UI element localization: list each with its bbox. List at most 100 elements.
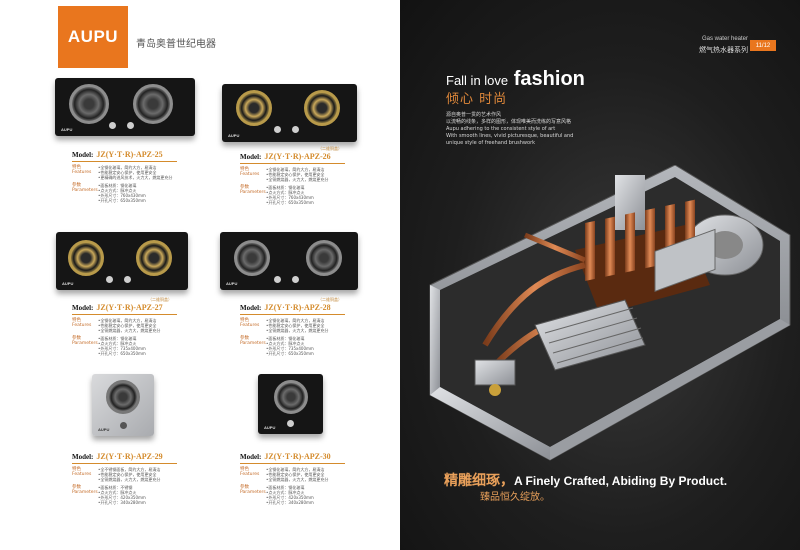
burner-right <box>133 84 173 124</box>
feature-item: •性能稳定安心保护，使用更安全 <box>98 170 157 175</box>
stove-image-apz-30: AUPU <box>258 374 323 434</box>
intro-line: unique style of freehand brushwork <box>446 140 536 146</box>
knob-right <box>292 276 299 283</box>
intro-line: 以流畅的线条，多样的图形，体现唯美而洗练的写意风格 <box>446 119 572 125</box>
param-item: •开孔尺寸：340x280mm <box>98 500 146 505</box>
model-line-apz-27: Model:JZ(Y·T·R)-APZ-27 <box>72 303 163 312</box>
stove-image-apz-27: AUPU <box>56 232 188 290</box>
burner-left <box>234 240 270 276</box>
intro-line: Aupu adhering to the consistent style of… <box>446 126 556 132</box>
category-en: Gas water heater <box>701 36 748 42</box>
model-label: Model: <box>240 453 262 461</box>
intro-line: 源自奥普一贯的艺术作风 <box>446 112 502 118</box>
stove-image-apz-28: AUPU <box>220 232 358 290</box>
product-apz-25: AUPU <box>55 78 215 136</box>
product-apz-28: AUPU <box>220 232 380 290</box>
valve-fitting <box>489 384 501 396</box>
param-item: •开孔尺寸：650x350mm <box>266 200 314 205</box>
burner-left <box>69 84 109 124</box>
feature-item: •全铜燃烧器，火力大，燃烧更充分 <box>266 177 329 182</box>
knob <box>120 422 127 429</box>
burner-left <box>68 240 104 276</box>
product-tag: （二维铜盖） <box>148 297 172 302</box>
company-name: 青岛奥普世纪电器 <box>136 39 216 50</box>
param-item: •外形尺寸：420x350mm <box>266 495 314 500</box>
param-item: •面板材质：钢化玻璃 <box>266 185 305 190</box>
params-label: 参数 Parameters <box>240 185 266 195</box>
params-label: 参数 Parameters <box>72 183 98 193</box>
burner-block <box>534 299 646 371</box>
model-line-apz-29: Model:JZ(Y·T·R)-APZ-29 <box>72 452 163 461</box>
model-underline <box>72 161 177 162</box>
tagline-sub: 臻品恒久绽放。 <box>480 492 550 503</box>
casing-right-rim <box>550 319 790 460</box>
product-apz-29: AUPU <box>92 374 252 436</box>
stove-image-apz-25: AUPU <box>55 78 195 136</box>
burner-single <box>274 380 308 414</box>
features-label: 特色 Features <box>240 467 260 477</box>
param-item: •面板材质：钢化玻璃 <box>98 183 137 188</box>
model-code: JZ(Y·T·R)-APZ-27 <box>96 303 163 312</box>
model-label: Model: <box>240 304 262 312</box>
stove-image-apz-29: AUPU <box>92 374 154 436</box>
param-item: •点火方式：脉冲点火 <box>266 490 305 495</box>
model-label: Model: <box>240 153 262 161</box>
tagline: 精雕细琢，A Finely Crafted, Abiding By Produc… <box>444 470 727 490</box>
product-apz-27: AUPU <box>56 232 216 290</box>
product-apz-30: AUPU <box>258 374 418 434</box>
copper-pipe-3 <box>524 232 586 263</box>
model-underline <box>240 463 345 464</box>
intro-line: With smooth lines, vivid picturesque, be… <box>446 133 574 139</box>
model-underline <box>240 163 345 164</box>
copper-pipe-1 <box>482 262 586 347</box>
param-item: •点火方式：脉冲点火 <box>98 341 137 346</box>
param-item: •面板材质：钢化玻璃 <box>98 336 137 341</box>
catalog-left-page: AUPU 青岛奥普世纪电器 AUPU Model:JZ(Y·T·R)-APZ-2… <box>55 6 382 505</box>
product-apz-26: AUPU <box>222 84 382 142</box>
headline-small: Fall in love <box>446 73 509 88</box>
knob-right <box>292 126 299 133</box>
stove-brand-mark: AUPU <box>226 281 238 286</box>
model-line-apz-26: Model:JZ(Y·T·R)-APZ-26 <box>240 152 331 161</box>
param-item: •面板材质：钢化玻璃 <box>266 336 305 341</box>
param-item: •开孔尺寸：650x350mm <box>98 351 146 356</box>
controller-box <box>654 228 716 292</box>
model-code: JZ(Y·T·R)-APZ-26 <box>264 152 331 161</box>
param-item: •点火方式：脉冲点火 <box>98 490 137 495</box>
tagline-cn: 精雕细琢， <box>444 473 514 489</box>
feature-item: •全不锈钢面板，简约大方，易清洁 <box>98 467 161 472</box>
knob-right <box>124 276 131 283</box>
category-cn: 燃气热水器系列 <box>699 46 748 54</box>
feature-item: •性能稳定安心保护，使用更安全 <box>266 172 325 177</box>
param-item: •外形尺寸：760x430mm <box>266 195 314 200</box>
logo-text: AUPU <box>67 27 119 46</box>
param-item: •开孔尺寸：650x350mm <box>266 351 314 356</box>
water-heater-illustration <box>429 165 791 461</box>
model-label: Model: <box>72 151 94 159</box>
params-label: 参数 Parameters <box>240 336 266 346</box>
features-list: •全钢化玻璃，简约大方，易清洁 •性能稳定安心保护，使用更安全 •全铜燃烧器，火… <box>98 318 160 333</box>
params-list: •面板材质：钢化玻璃 •点火方式：脉冲点火 •外形尺寸：760x430mm •开… <box>266 185 314 205</box>
model-label: Model: <box>72 304 94 312</box>
headline-big: fashion <box>513 68 585 90</box>
param-item: •开孔尺寸：650x350mm <box>98 198 146 203</box>
param-item: •点火方式：脉冲点火 <box>98 188 137 193</box>
feature-item: •全铜燃烧器，火力大，燃烧更充分 <box>266 477 329 482</box>
features-list: •全钢化玻璃，简约大方，易清洁 •性能稳定安心保护，使用更安全 •全铜燃烧器，火… <box>266 318 328 333</box>
stove-brand-mark: AUPU <box>61 127 73 132</box>
stove-brand-mark: AUPU <box>228 133 240 138</box>
model-line-apz-30: Model:JZ(Y·T·R)-APZ-30 <box>240 452 331 461</box>
model-label: Model: <box>72 453 94 461</box>
params-list: •面板材质：钢化玻璃 •点火方式：脉冲点火 •外形尺寸：735x400mm •开… <box>98 336 146 356</box>
feature-item: •全铜燃烧器，火力大，燃烧更充分 <box>266 328 329 333</box>
param-item: •外形尺寸：735x400mm <box>98 346 146 351</box>
knob-left <box>274 276 281 283</box>
intro-text: 源自奥普一贯的艺术作风 以流畅的线条，多样的图形，体现唯美而洗练的写意风格 Au… <box>446 112 636 147</box>
param-item: •外形尺寸：420x350mm <box>98 495 146 500</box>
knob-left <box>106 276 113 283</box>
fan-hub <box>707 231 743 259</box>
burner-left <box>236 90 272 126</box>
casing-left-rim <box>430 285 440 395</box>
product-tag: （二维铜盖） <box>318 146 342 151</box>
headline: Fall in love fashion <box>446 68 585 91</box>
